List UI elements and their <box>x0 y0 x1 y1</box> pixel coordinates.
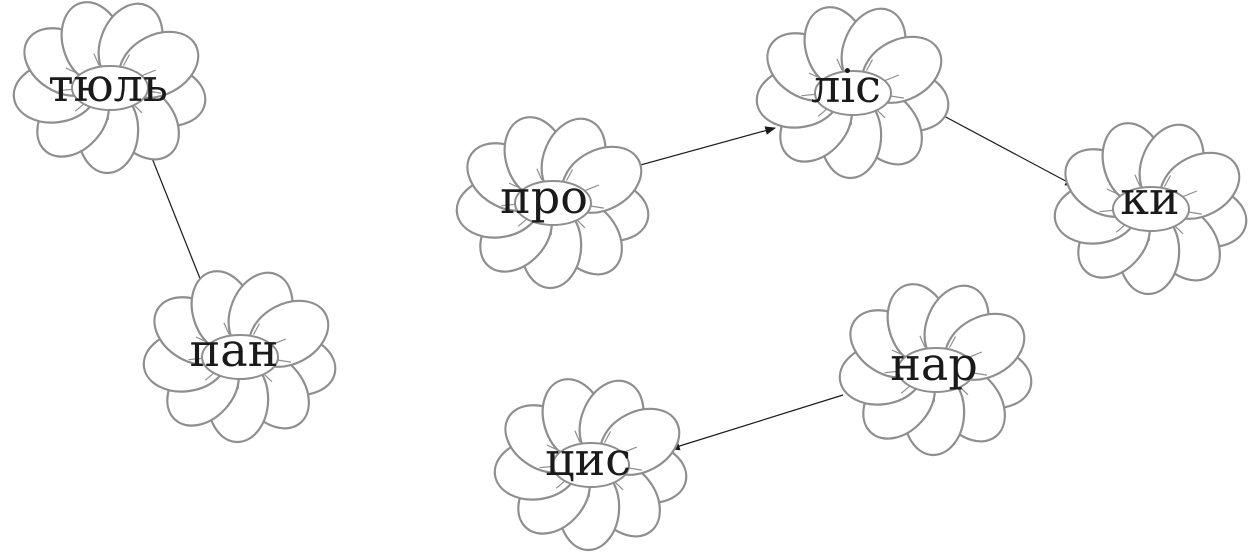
petal-vein <box>1134 174 1141 187</box>
petal-vein <box>584 184 600 192</box>
petal-vein <box>536 168 543 181</box>
petal-vein <box>884 74 900 82</box>
petal-vein <box>967 351 983 359</box>
flower-label-ky: ки <box>1120 171 1179 225</box>
flower-lis <box>755 6 950 180</box>
labels-layer: тюль пан про ліс ки нар цис <box>48 58 1180 486</box>
flower-label-tsys: цис <box>545 432 631 486</box>
petal-vein <box>1106 188 1121 196</box>
flower-label-pan: пан <box>190 323 279 377</box>
petal-vein <box>574 430 581 443</box>
petal-vein <box>603 431 612 443</box>
petal-vein <box>195 336 210 344</box>
petal-vein <box>891 349 906 357</box>
petal-vein <box>565 169 574 181</box>
flower-pro <box>455 116 650 290</box>
arrow-nar-to-tsys <box>668 394 844 451</box>
flowers-layer <box>12 1 1248 552</box>
petal-vein <box>546 444 561 452</box>
flower-pan <box>142 270 337 444</box>
petal-vein <box>808 72 823 80</box>
arrow-tiul-to-pan <box>145 142 208 298</box>
petal-vein <box>919 335 926 348</box>
petal-vein <box>1163 175 1172 187</box>
petal-vein <box>508 182 523 190</box>
flower-label-tiul: тюль <box>48 58 168 112</box>
petal-vein <box>622 446 638 454</box>
petal-vein <box>271 338 287 346</box>
flower-center <box>552 442 630 488</box>
petal-vein <box>836 58 843 71</box>
petal-vein <box>93 53 100 66</box>
flower-label-nar: нар <box>890 337 978 391</box>
petal-vein <box>223 322 230 335</box>
petal-vein <box>948 336 957 348</box>
arrow-lis-to-ky <box>941 114 1076 187</box>
flower-center <box>814 70 892 116</box>
flower-nar <box>838 283 1033 457</box>
flower-center <box>897 347 975 393</box>
petal-vein <box>252 323 261 335</box>
arrows-layer <box>145 114 1076 451</box>
petal-vein <box>141 69 157 77</box>
petal-vein <box>865 59 874 71</box>
flower-center <box>201 334 279 380</box>
petal-vein <box>122 54 131 66</box>
flower-label-pro: про <box>500 170 588 224</box>
flower-label-lis: ліс <box>811 59 881 113</box>
flower-tsys <box>493 378 688 552</box>
flower-center <box>1112 186 1190 232</box>
flower-ky <box>1053 122 1248 296</box>
petal-vein <box>65 67 80 75</box>
petal-vein <box>1182 190 1198 198</box>
flower-center <box>514 180 592 226</box>
flower-tiul <box>12 1 207 175</box>
arrow-pro-to-lis <box>632 126 777 168</box>
flower-center <box>71 65 149 111</box>
